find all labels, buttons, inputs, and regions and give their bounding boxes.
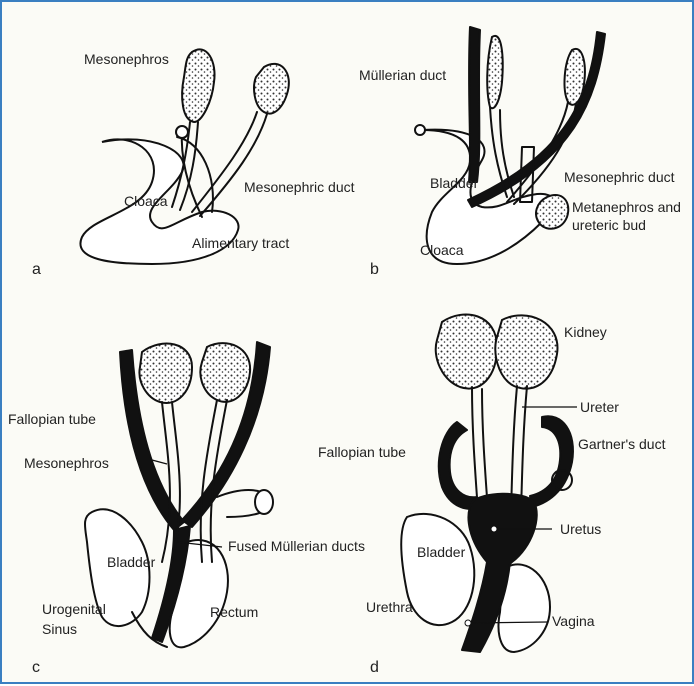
panel-letter-c: c: [32, 659, 40, 676]
label-fallopian-tube-c: Fallopian tube: [8, 411, 96, 427]
panel-letter-a: a: [32, 261, 41, 278]
label-rectum-c: Rectum: [210, 604, 258, 620]
duct-opening-b: [415, 125, 425, 135]
label-mullerian-duct: Müllerian duct: [359, 67, 446, 83]
panel-d: Kidney Ureter Fallopian tube Gartner's d…: [318, 314, 666, 676]
mesonephros-left: [182, 49, 214, 122]
panel-letter-d: d: [370, 659, 379, 676]
panel-a: Mesonephros Mesonephric duct Cloaca Alim…: [32, 49, 355, 278]
label-bladder-c: Bladder: [107, 554, 156, 570]
leader-mesonephros-c: [152, 460, 167, 464]
label-vagina-d: Vagina: [552, 613, 595, 629]
label-fallopian-tube-d: Fallopian tube: [318, 444, 406, 460]
vagina-marker: [465, 620, 471, 626]
panel-c: Fallopian tube Mesonephros Fused Mülleri…: [8, 342, 365, 676]
label-urogenital-2: Sinus: [42, 621, 77, 637]
label-urethra-d: Urethra: [366, 599, 413, 615]
kidney-c-left: [139, 344, 192, 403]
label-mesonephric-duct-b: Mesonephric duct: [564, 169, 675, 185]
kidney-c-right: [200, 343, 250, 402]
label-kidney-d: Kidney: [564, 324, 607, 340]
label-urogenital-1: Urogenital: [42, 601, 106, 617]
label-bladder-b: Bladder: [430, 175, 479, 191]
kidney-d-left: [436, 314, 497, 388]
label-cloaca-b: Cloaca: [420, 242, 464, 258]
panel-letter-b: b: [370, 261, 379, 278]
mesonephros-b-right: [565, 49, 585, 105]
rectum-opening-c: [255, 490, 273, 514]
kidney-d-right: [495, 315, 557, 388]
label-alimentary-tract: Alimentary tract: [192, 235, 289, 251]
mesonephros-right: [254, 64, 289, 114]
label-ureter-d: Ureter: [580, 399, 619, 415]
fallopian-tube-d-right: [530, 416, 573, 507]
label-uretus: Uretus: [560, 521, 601, 537]
label-mesonephric-duct: Mesonephric duct: [244, 179, 355, 195]
panel-b: Müllerian duct Bladder Mesonephric duct …: [359, 27, 681, 278]
label-fused-mullerian: Fused Müllerian ducts: [228, 538, 365, 554]
uterus-marker: [491, 526, 497, 532]
duct-opening: [176, 126, 188, 138]
uterus-d: [468, 494, 536, 570]
label-bladder-d: Bladder: [417, 544, 466, 560]
mesonephros-b-left: [487, 36, 502, 108]
mullerian-duct-left: [469, 27, 480, 182]
label-gartners-duct: Gartner's duct: [578, 436, 666, 452]
label-metanephros-2: ureteric bud: [572, 217, 646, 233]
label-mesonephros: Mesonephros: [84, 51, 169, 67]
label-cloaca: Cloaca: [124, 193, 168, 209]
mesonephric-duct-right: [192, 112, 267, 216]
label-mesonephros-c: Mesonephros: [24, 455, 109, 471]
label-metanephros-1: Metanephros and: [572, 199, 681, 215]
